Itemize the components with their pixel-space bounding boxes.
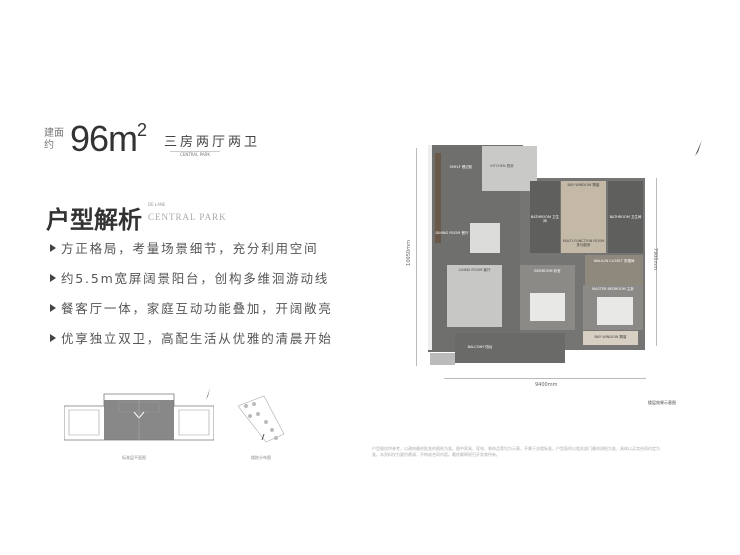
bedroom-label: BEDROOM 卧室 <box>534 269 561 273</box>
height-dimension: 10050mm <box>405 240 412 266</box>
layout-subtitle: CENTRAL PARK <box>170 151 220 157</box>
bay-window-bottom: BAY WINDOW 飘窗 <box>583 331 638 345</box>
dining-shelf <box>435 153 441 243</box>
bed <box>597 297 633 325</box>
multi-function-label: MULTI-FUNCTION ROOM 多功能房 <box>562 239 605 247</box>
bullet-triangle-icon <box>50 244 56 252</box>
feature-text: 方正格局，考量场景细节，充分利用空间 <box>61 241 319 256</box>
right-dimension-line <box>656 178 657 346</box>
dining-shelf-label: SHELF 餐边柜 <box>449 165 473 169</box>
area-value: 96m2 <box>70 118 147 160</box>
dining-table <box>470 223 500 253</box>
feature-text: 餐客厅一体，家庭互动功能叠加，开阔敞亮 <box>61 301 333 316</box>
height-dimension-line <box>416 148 417 366</box>
area-unit-sup: 2 <box>137 120 147 140</box>
floor-note: 楼层效果示意图 <box>648 400 676 405</box>
bathroom-1: BATHROOM 卫生间 <box>530 181 560 253</box>
floor-thumbnail-caption: 标准层平面图 <box>122 455 146 460</box>
bathroom-2: BATHROOM 卫生间 <box>608 181 643 253</box>
feature-item: 约5.5m宽屏阔景阳台，创构多维洄游动线 <box>50 268 329 287</box>
feature-text: 优享独立双卫，高配生活从优雅的清晨开始 <box>61 331 333 346</box>
site-plan-caption: 楼栋分布图 <box>251 455 271 460</box>
feature-text: 约5.5m宽屏阔景阳台，创构多维洄游动线 <box>61 271 330 286</box>
bullet-triangle-icon <box>50 274 56 282</box>
ac-platform <box>430 353 455 365</box>
walk-in-closet: WALK-IN CLOSET 衣帽间 <box>585 255 643 285</box>
brand-small: DE LANE <box>148 202 166 207</box>
width-dimension-line <box>444 378 646 379</box>
site-plan-thumbnail <box>237 395 285 443</box>
right-dimension: 7900mm <box>652 247 659 271</box>
feature-item: 餐客厅一体，家庭互动功能叠加，开阔敞亮 <box>50 298 333 317</box>
kitchen-label: KITCHEN 厨房 <box>490 164 514 168</box>
disclaimer: 户型图仅供参考，以政府最终批准的图纸为准。图中家具、家电、装饰品等均为示意，不属… <box>372 446 660 457</box>
balcony-label: BALCONY 阳台 <box>467 345 493 349</box>
north-arrow-icon <box>206 388 210 400</box>
dining-label: DINING ROOM 餐厅 <box>435 231 469 235</box>
area-label: 建面约 <box>44 128 64 151</box>
brand-name: CENTRAL PARK <box>148 212 227 222</box>
floor-plan: KITCHEN 厨房 SHELF 餐边柜 DINING ROOM 餐厅 BATH… <box>425 143 650 371</box>
master-label: MASTER BEDROOM 主卧 <box>592 287 634 291</box>
bathroom-1-label: BATHROOM 卫生间 <box>530 215 560 223</box>
kitchen: KITCHEN 厨房 <box>482 146 537 191</box>
master-bedroom: MASTER BEDROOM 主卧 <box>583 285 643 330</box>
feature-item: 优享独立双卫，高配生活从优雅的清晨开始 <box>50 328 333 347</box>
bathroom-2-label: BATHROOM 卫生间 <box>609 215 642 219</box>
width-dimension: 9400mm <box>535 382 558 388</box>
bullet-triangle-icon <box>50 304 56 312</box>
area-number: 96m <box>70 118 138 159</box>
closet-label: WALK-IN CLOSET 衣帽间 <box>593 259 635 263</box>
west-wall <box>428 145 432 350</box>
layout-type: 三房两厅两卫 <box>164 135 261 150</box>
balcony: BALCONY 阳台 <box>455 333 565 363</box>
multi-function-room: BAY WINDOW 飘窗 MULTI-FUNCTION ROOM 多功能房 <box>561 181 606 253</box>
north-arrow-icon <box>695 140 702 156</box>
building-floor-thumbnail <box>64 393 214 441</box>
living-room-rug: LIVING ROOM 客厅 <box>447 265 502 327</box>
bed <box>530 293 565 321</box>
bedroom: BEDROOM 卧室 <box>520 265 575 330</box>
section-title: 户型解析 <box>46 205 142 234</box>
bullet-triangle-icon <box>50 334 56 342</box>
living-label: LIVING ROOM 客厅 <box>458 268 491 272</box>
bay-window-top-label: BAY WINDOW 飘窗 <box>567 183 600 187</box>
feature-item: 方正格局，考量场景细节，充分利用空间 <box>50 238 318 257</box>
